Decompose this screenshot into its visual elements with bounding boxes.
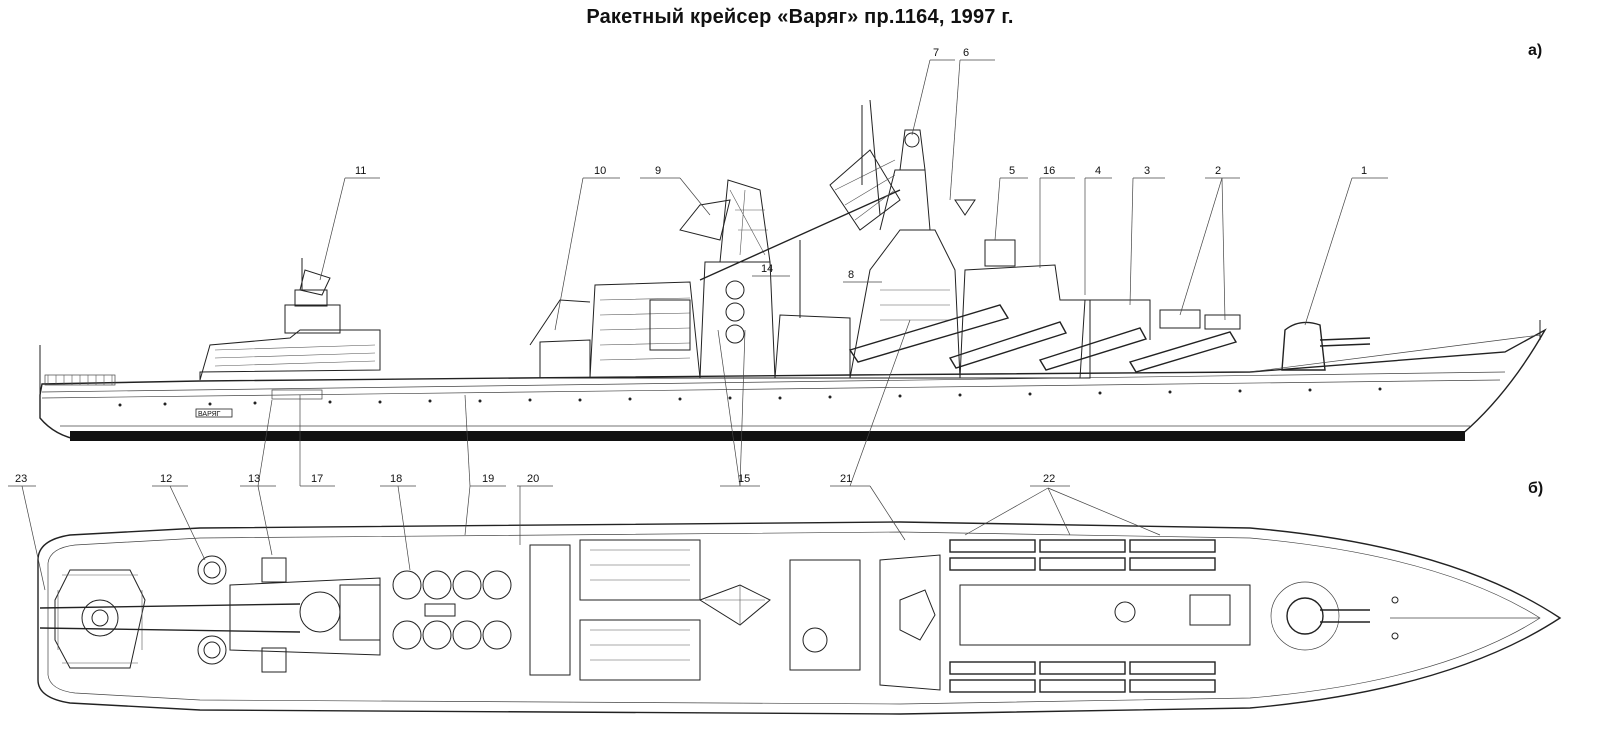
callout-4: 4 bbox=[1095, 165, 1101, 177]
callout-17: 17 bbox=[311, 473, 323, 485]
boot-topping bbox=[70, 431, 1465, 441]
callout-21: 21 bbox=[840, 473, 852, 485]
side-view: ВАРЯГ bbox=[39, 47, 1547, 441]
missile-tubes-side bbox=[848, 304, 1238, 373]
top-hull bbox=[37, 521, 1562, 715]
callout-3: 3 bbox=[1144, 165, 1150, 177]
callout-14: 14 bbox=[761, 263, 773, 275]
missile-tubes-top bbox=[949, 539, 1216, 693]
top-callout-numbers: 23 12 13 17 18 19 20 15 21 22 bbox=[15, 473, 1055, 485]
top-view: 23 12 13 17 18 19 20 15 21 22 bbox=[8, 319, 1562, 715]
side-view-label: а) bbox=[1528, 42, 1543, 59]
side-hull bbox=[39, 328, 1547, 441]
drawing-title: Ракетный крейсер «Варяг» пр.1164, 1997 г… bbox=[586, 6, 1014, 28]
callout-7: 7 bbox=[933, 47, 939, 59]
callout-20: 20 bbox=[527, 473, 539, 485]
top-view-label: б) bbox=[1528, 480, 1544, 497]
callout-16: 16 bbox=[1043, 165, 1055, 177]
callout-11: 11 bbox=[355, 165, 366, 177]
callout-6: 6 bbox=[963, 47, 969, 59]
callout-10: 10 bbox=[594, 165, 606, 177]
sam-cells bbox=[392, 570, 512, 650]
callout-8: 8 bbox=[848, 269, 854, 281]
callout-9: 9 bbox=[655, 165, 661, 177]
callout-5: 5 bbox=[1009, 165, 1015, 177]
callout-13: 13 bbox=[248, 473, 260, 485]
callout-22: 22 bbox=[1043, 473, 1055, 485]
callout-1: 1 bbox=[1361, 165, 1367, 177]
callout-15: 15 bbox=[738, 473, 750, 485]
callout-18: 18 bbox=[390, 473, 402, 485]
callout-19: 19 bbox=[482, 473, 494, 485]
side-callouts bbox=[319, 59, 1388, 331]
callout-12: 12 bbox=[160, 473, 172, 485]
callout-2: 2 bbox=[1215, 165, 1221, 177]
hull-name: ВАРЯГ bbox=[198, 411, 221, 418]
side-callout-numbers: 1 2 3 4 16 5 6 7 8 14 9 10 11 bbox=[355, 47, 1367, 281]
callout-23: 23 bbox=[15, 473, 27, 485]
top-callouts bbox=[8, 319, 1161, 591]
portholes bbox=[118, 387, 1382, 407]
